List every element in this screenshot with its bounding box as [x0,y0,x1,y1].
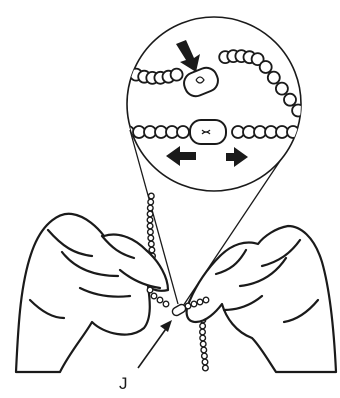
bead [260,61,272,73]
bead [200,335,206,341]
bead [203,297,209,303]
bead [201,347,207,353]
bead [200,341,206,347]
bead [149,241,155,247]
bead [292,105,304,117]
bead [149,247,155,253]
bead [200,329,206,335]
bead [147,223,153,229]
bead [276,83,288,95]
held-connector [171,303,187,317]
bead [151,293,157,299]
bead [202,353,208,359]
left-hand [16,214,168,372]
bead [147,211,153,217]
step-label: J [119,374,128,394]
magnifier-circle [127,17,301,191]
bead [147,287,153,293]
bead [148,235,154,241]
bead [148,229,154,235]
bead [191,301,197,307]
bead [268,72,280,84]
bead [177,126,189,138]
bead [163,301,169,307]
connector-clasp-open [190,120,226,144]
bead [202,359,208,365]
bead [200,323,206,329]
bead [149,193,155,199]
bead [203,365,209,371]
bead [147,217,153,223]
bead [157,297,163,303]
bead [300,115,312,127]
bead [197,299,203,305]
bead [284,94,296,106]
bead [148,205,154,211]
bead [171,69,183,81]
bead [148,199,154,205]
